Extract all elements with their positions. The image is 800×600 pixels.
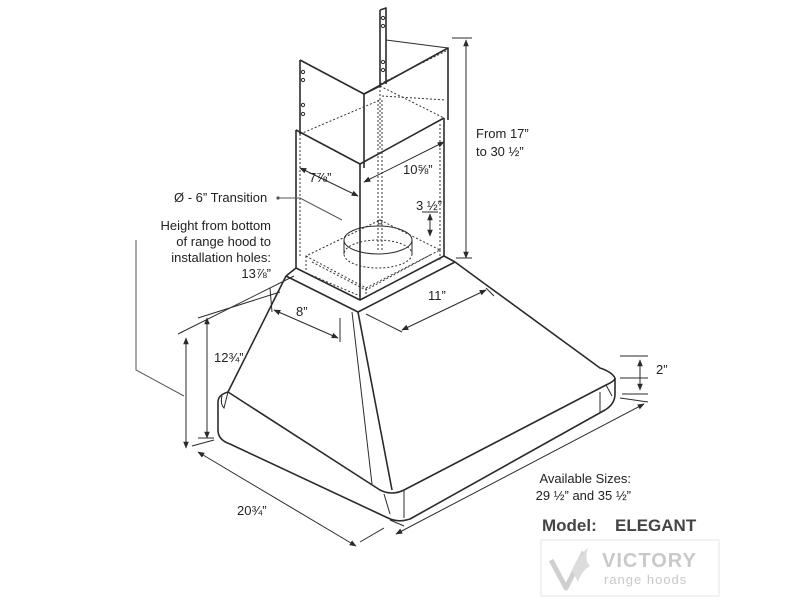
transition-leader bbox=[278, 197, 343, 221]
model-caption: Model: ELEGANT bbox=[542, 516, 697, 535]
label-chimney-width: 10⅝” bbox=[403, 162, 433, 177]
label-install-holes-value: 13⅞” bbox=[241, 266, 271, 281]
label-chimney-depth: 7⅞” bbox=[309, 170, 331, 185]
hood-body bbox=[217, 255, 616, 522]
label-hood-height: 12¾” bbox=[214, 350, 244, 365]
label-install-holes-2: of range hood to bbox=[176, 234, 271, 249]
top-deck bbox=[285, 255, 456, 277]
right-slope-edge bbox=[454, 261, 486, 285]
label-chimney-height-2: to 30 ½” bbox=[476, 144, 524, 159]
label-chimney-height-1: From 17” bbox=[476, 126, 529, 141]
dim-hood-height-ext bbox=[197, 291, 281, 439]
dim-chimney-depth-line bbox=[299, 167, 359, 197]
dim-front-band-ext bbox=[620, 355, 648, 395]
mount-hole bbox=[300, 102, 306, 108]
dim-top-depth-line bbox=[273, 309, 339, 339]
dim-top-width-line bbox=[401, 289, 487, 331]
logo-frame bbox=[540, 539, 720, 597]
mount-hole bbox=[380, 15, 386, 21]
label-sizes-title: Available Sizes: bbox=[539, 471, 631, 486]
mount-hole bbox=[380, 67, 386, 73]
left-slope-panel bbox=[227, 275, 287, 393]
dim-chimney-height-ext bbox=[452, 37, 472, 259]
upper-chimney-outline bbox=[299, 47, 449, 168]
install-holes-leader bbox=[135, 240, 185, 397]
band-top-edge bbox=[217, 377, 616, 494]
hidden-upper-back bbox=[299, 85, 445, 150]
lower-chimney-bottom bbox=[295, 255, 445, 301]
hidden-top-frame bbox=[379, 49, 449, 101]
label-install-holes-1: Height from bottom bbox=[160, 218, 271, 233]
mount-hole bbox=[380, 23, 386, 29]
label-transition: Ø - 6” Transition bbox=[174, 190, 267, 205]
mount-hole bbox=[300, 77, 306, 83]
band-corner-right bbox=[599, 384, 613, 412]
dimension-labels: From 17” to 30 ½” 7⅞” 10⅝” Ø - 6” Transi… bbox=[160, 126, 667, 518]
dim-hood-depth-line bbox=[197, 451, 357, 547]
dim-top-width-ext bbox=[365, 287, 495, 333]
hidden-base-plate bbox=[303, 219, 442, 297]
band-corner-left bbox=[220, 391, 229, 409]
hidden-base-rails bbox=[305, 250, 441, 300]
model-label: Model: bbox=[542, 516, 597, 535]
logo-brand: VICTORY bbox=[602, 550, 697, 572]
label-transition-offset: 3 ½” bbox=[416, 198, 442, 213]
dim-hood-width-line bbox=[395, 403, 645, 535]
front-ridge bbox=[357, 311, 393, 491]
transition-leader-dot bbox=[276, 196, 280, 200]
label-hood-depth: 20¾” bbox=[237, 503, 267, 518]
dim-chimney-width-line bbox=[363, 141, 445, 183]
mount-hole bbox=[300, 111, 306, 117]
label-top-width: 11” bbox=[428, 288, 446, 303]
chimney bbox=[295, 7, 449, 301]
upper-chimney-flange bbox=[385, 39, 449, 49]
flame-icon bbox=[572, 548, 590, 582]
band-back-edge bbox=[484, 283, 616, 379]
front-ridge-inner bbox=[351, 311, 373, 485]
lower-chimney-top bbox=[295, 117, 445, 165]
dim-hood-width-ext bbox=[389, 397, 649, 527]
transition-center bbox=[377, 219, 383, 225]
label-top-depth: 8” bbox=[296, 304, 308, 319]
mount-hole bbox=[300, 69, 306, 75]
dim-install-holes-ext bbox=[177, 275, 295, 335]
front-slope-left-edge bbox=[285, 275, 359, 313]
band-corner-front bbox=[383, 490, 405, 518]
upper-chimney-bracket bbox=[363, 7, 387, 95]
dim-top-depth-ext bbox=[269, 287, 341, 342]
label-install-holes-3: installation holes: bbox=[171, 250, 271, 265]
logo-tagline: range hoods bbox=[604, 572, 687, 587]
victory-logo: VICTORY range hoods bbox=[540, 539, 720, 597]
dim-hood-depth-ext bbox=[191, 439, 385, 543]
model-name: ELEGANT bbox=[615, 516, 697, 535]
transition-sides bbox=[343, 240, 413, 254]
label-sizes-values: 29 ½” and 35 ½” bbox=[536, 488, 631, 503]
dimension-lines bbox=[135, 37, 649, 547]
front-slope-right-edge bbox=[357, 261, 456, 313]
mount-hole bbox=[380, 59, 386, 65]
label-front-band: 2” bbox=[656, 362, 668, 377]
